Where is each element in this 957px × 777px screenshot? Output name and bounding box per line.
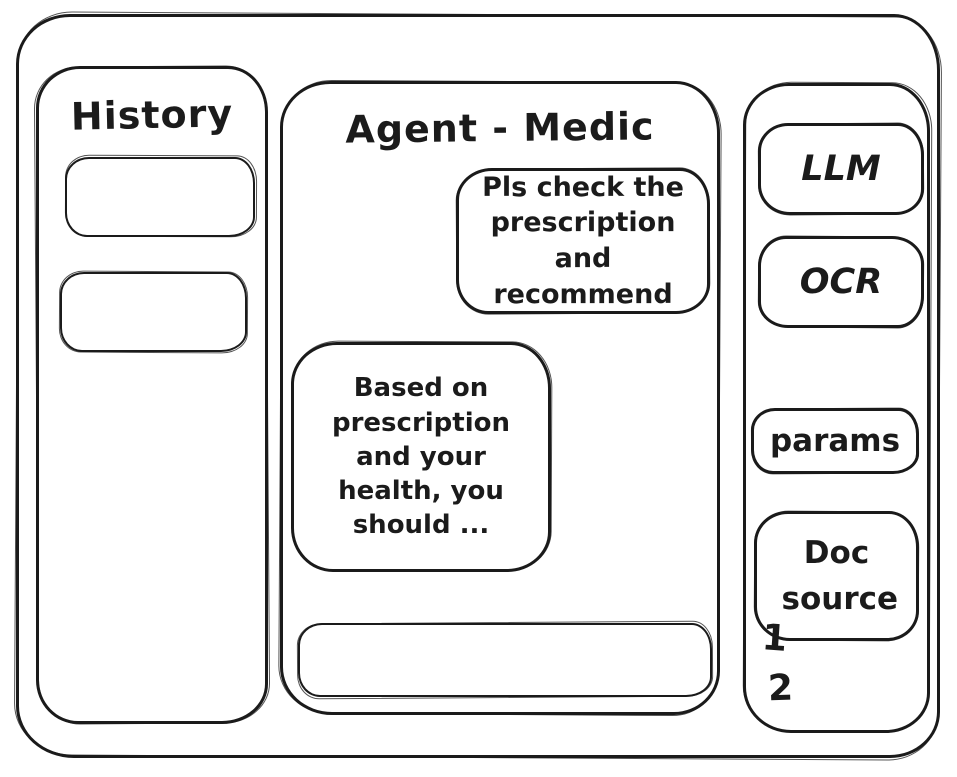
user-message-bubble: Pls check the prescription and recommend — [456, 168, 710, 314]
chat-input[interactable] — [300, 625, 710, 695]
app-window: History Agent - Medic Pls check the pres… — [16, 14, 940, 758]
chat-title: Agent - Medic — [345, 104, 655, 152]
ocr-button-label: OCR — [799, 262, 883, 302]
doc-source-button[interactable]: Doc source — [754, 511, 919, 641]
history-panel: History — [36, 66, 268, 724]
doc-source-item-1[interactable]: 1 — [760, 617, 789, 660]
history-item[interactable] — [65, 157, 255, 237]
history-item[interactable] — [60, 272, 247, 352]
doc-source-item-2[interactable]: 2 — [767, 667, 794, 710]
ocr-button[interactable]: OCR — [758, 236, 924, 328]
chat-input-container — [298, 623, 712, 697]
chat-panel: Agent - Medic Pls check the prescription… — [280, 81, 720, 715]
doc-source-button-label: Doc source — [781, 534, 899, 618]
history-title: History — [70, 91, 234, 139]
llm-button[interactable]: LLM — [758, 123, 924, 215]
assistant-message-bubble: Based on prescription and your health, y… — [291, 342, 551, 572]
params-button-label: params — [769, 423, 901, 459]
params-button[interactable]: params — [751, 408, 919, 474]
tools-panel: LLM OCR params Doc source 1 2 — [743, 83, 930, 733]
llm-button-label: LLM — [801, 149, 881, 189]
